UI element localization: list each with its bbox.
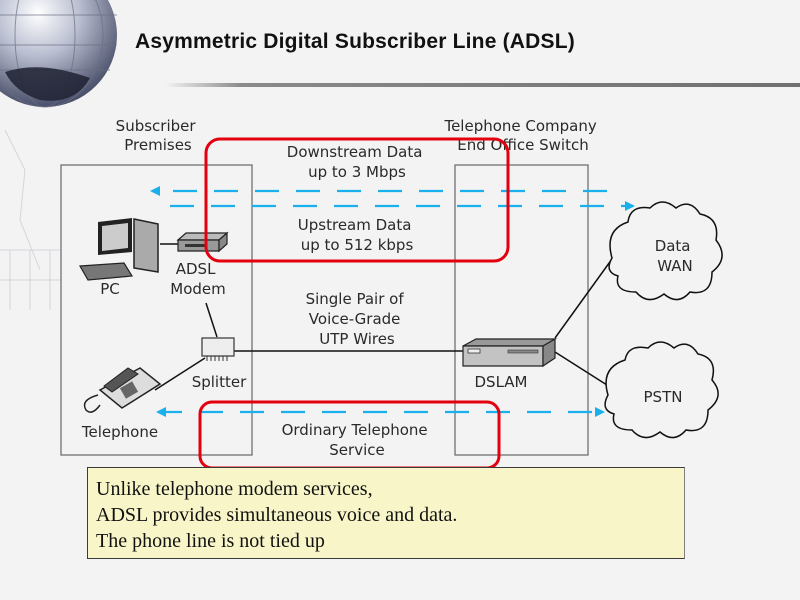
- title-divider: [165, 83, 800, 87]
- data-highlight-box: [204, 137, 510, 263]
- wiring: [154, 243, 619, 393]
- upstream-label: Upstream Data up to 512 kbps: [298, 216, 416, 254]
- note-line: Unlike telephone modem services,: [96, 478, 373, 500]
- note-line: The phone line is not tied up: [96, 530, 325, 552]
- telephone-icon: [83, 367, 162, 413]
- pots-label: Ordinary Telephone Service: [282, 421, 433, 459]
- pc-label: PC: [100, 280, 120, 298]
- splitter-icon: [201, 337, 235, 361]
- end-office-box: [454, 164, 589, 456]
- pstn-label: PSTN: [644, 388, 683, 406]
- splitter-label: Splitter: [192, 373, 247, 391]
- globe-logo-icon: [0, 0, 117, 108]
- downstream-label: Downstream Data up to 3 Mbps: [287, 143, 427, 181]
- background-texture: [0, 129, 60, 310]
- dslam-icon: [462, 337, 558, 368]
- subscriber-premises-box: [60, 164, 253, 456]
- telephone-label: Telephone: [81, 423, 158, 441]
- explanation-note: Unlike telephone modem services, ADSL pr…: [87, 467, 685, 559]
- dslam-label: DSLAM: [475, 373, 528, 391]
- adsl-modem-icon: [176, 231, 229, 253]
- wires-label: Single Pair of Voice-Grade UTP Wires: [306, 290, 409, 348]
- data-wan-label: Data WAN: [655, 237, 696, 275]
- subscriber-premises-label: Subscriber Premises: [116, 117, 201, 154]
- pc-icon: [79, 218, 159, 281]
- telephone-company-label: Telephone Company End Office Switch: [443, 117, 601, 154]
- slide-title: Asymmetric Digital Subscriber Line (ADSL…: [135, 30, 575, 53]
- note-line: ADSL provides simultaneous voice and dat…: [96, 504, 458, 526]
- adsl-modem-label: ADSL Modem: [170, 260, 225, 298]
- pstn-cloud-icon: [604, 341, 719, 439]
- data-wan-cloud-icon: [608, 201, 723, 301]
